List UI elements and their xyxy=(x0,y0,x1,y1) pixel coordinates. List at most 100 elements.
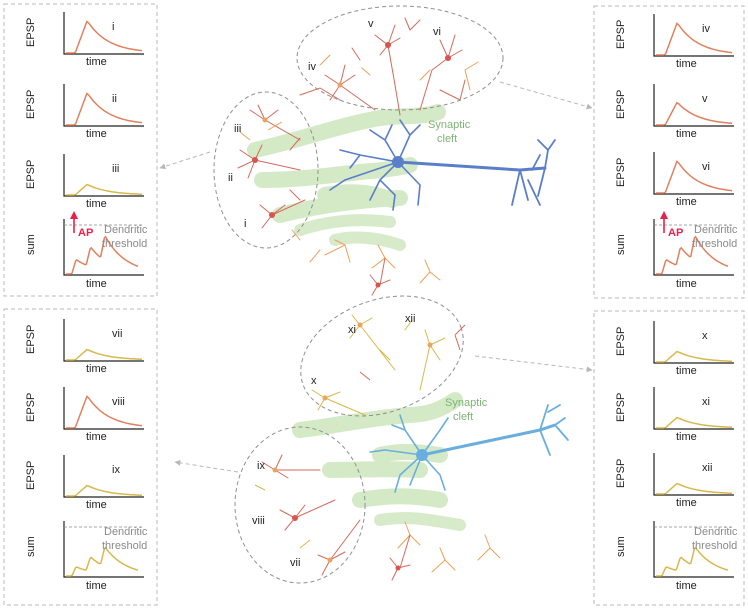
panel-bottom-right xyxy=(593,310,745,606)
cluster-bottom-left xyxy=(234,426,366,584)
epsp-trace xyxy=(66,20,143,54)
cleft-label-top: cleft xyxy=(437,133,457,145)
sum-axis-label: sum xyxy=(25,536,37,557)
synaptic-label-bottom: Synaptic xyxy=(445,397,488,409)
epsp-trace xyxy=(66,395,143,429)
epsp-axis-label: EPSP xyxy=(25,393,37,422)
arrow-to-top-right xyxy=(499,81,593,110)
epsp-axes xyxy=(63,154,144,197)
cluster-label-vi: vi xyxy=(433,26,441,38)
cluster-top-left xyxy=(213,91,319,249)
time-axis-label: time xyxy=(86,278,107,290)
panel-bottom-left xyxy=(3,308,158,606)
epsp-axis-label: EPSP xyxy=(615,90,627,119)
sum-axes xyxy=(63,521,144,578)
cluster-label-ix: ix xyxy=(257,460,265,472)
epsp-input-label: ii xyxy=(112,93,117,105)
epsp-trace xyxy=(656,482,732,495)
epsp-axes xyxy=(653,152,734,195)
dendritic-label: Dendritic xyxy=(104,526,148,538)
epsp-axis-label: EPSP xyxy=(25,325,37,354)
threshold-label: threshold xyxy=(102,238,147,250)
epsp-axes xyxy=(653,387,734,430)
cluster-label-v: v xyxy=(368,18,374,30)
epsp-axis-label: EPSP xyxy=(25,160,37,189)
time-axis-label: time xyxy=(86,499,107,511)
cluster-label-iii: iii xyxy=(234,123,241,135)
epsp-input-label: iv xyxy=(702,23,710,35)
epsp-axes xyxy=(653,453,734,496)
panel-top-right xyxy=(593,5,745,299)
panel-top-right-plots: EPSPtimeivEPSPtimevEPSPtimevisumtimeDend… xyxy=(615,14,738,290)
epsp-axis-label: EPSP xyxy=(615,459,627,488)
epsp-axes xyxy=(63,387,144,430)
epsp-axis-label: EPSP xyxy=(25,18,37,47)
time-axis-label: time xyxy=(86,56,107,68)
epsp-input-label: ix xyxy=(112,464,120,476)
cluster-label-viii: viii xyxy=(252,515,265,527)
epsp-input-label: v xyxy=(702,93,708,105)
sum-trace xyxy=(656,546,729,577)
cluster-label-x: x xyxy=(311,375,317,387)
panel-top-left-plots: EPSPtimeiEPSPtimeiiEPSPtimeiiisumtimeDen… xyxy=(25,12,148,290)
sum-axis-label: sum xyxy=(615,536,627,557)
epsp-trace xyxy=(66,484,142,497)
epsp-trace xyxy=(656,350,732,363)
epsp-axes xyxy=(63,455,144,498)
epsp-axis-label: EPSP xyxy=(25,461,37,490)
time-axis-label: time xyxy=(86,580,107,592)
epsp-axis-label: EPSP xyxy=(615,158,627,187)
time-axis-label: time xyxy=(676,196,697,208)
arrow-to-bottom-left xyxy=(174,459,239,473)
time-axis-label: time xyxy=(86,431,107,443)
panel-bottom-left-plots: EPSPtimeviiEPSPtimeviiiEPSPtimeixsumtime… xyxy=(25,319,148,592)
cluster-label-iv: iv xyxy=(308,61,316,73)
epsp-axes xyxy=(63,12,144,55)
epsp-input-label: xii xyxy=(702,462,712,474)
epsp-input-label: viii xyxy=(112,396,125,408)
dendritic-label: Dendritic xyxy=(694,224,738,236)
bottom-neuron xyxy=(254,314,569,581)
time-axis-label: time xyxy=(676,58,697,70)
sum-trace xyxy=(66,235,139,275)
sum-axes xyxy=(63,219,144,276)
cluster-top-top xyxy=(296,5,504,111)
sum-axes xyxy=(653,219,734,276)
cluster-label-vii: vii xyxy=(290,557,300,569)
epsp-axes xyxy=(63,84,144,127)
synaptic-label-top: Synaptic xyxy=(428,119,471,131)
epsp-input-label: iii xyxy=(112,163,119,175)
epsp-trace xyxy=(656,101,733,126)
time-axis-label: time xyxy=(676,278,697,290)
time-axis-label: time xyxy=(676,431,697,443)
arrow-to-top-left xyxy=(159,151,211,170)
time-axis-label: time xyxy=(676,497,697,509)
time-axis-label: time xyxy=(676,580,697,592)
sum-trace xyxy=(656,235,729,275)
sum-axis-label: sum xyxy=(25,234,37,255)
epsp-trace xyxy=(656,22,733,56)
cluster-label-xi: xi xyxy=(348,324,356,336)
threshold-label: threshold xyxy=(102,540,147,552)
epsp-trace xyxy=(656,160,733,194)
time-axis-label: time xyxy=(86,363,107,375)
epsp-trace xyxy=(66,348,142,361)
epsp-input-label: i xyxy=(112,21,114,33)
cluster-label-xii: xii xyxy=(405,313,415,325)
top-neuron xyxy=(237,17,556,296)
epsp-axis-label: EPSP xyxy=(615,393,627,422)
epsp-input-label: vii xyxy=(112,328,122,340)
epsp-trace xyxy=(66,183,142,196)
epsp-trace xyxy=(66,92,143,126)
sum-trace xyxy=(66,546,139,577)
epsp-axes xyxy=(653,321,734,364)
time-axis-label: time xyxy=(86,198,107,210)
threshold-label: threshold xyxy=(692,238,737,250)
epsp-axes xyxy=(63,319,144,362)
dendritic-label: Dendritic xyxy=(104,224,148,236)
epsp-axes xyxy=(653,84,734,127)
cluster-label-i: i xyxy=(244,218,246,230)
time-axis-label: time xyxy=(86,128,107,140)
epsp-axes xyxy=(653,14,734,57)
